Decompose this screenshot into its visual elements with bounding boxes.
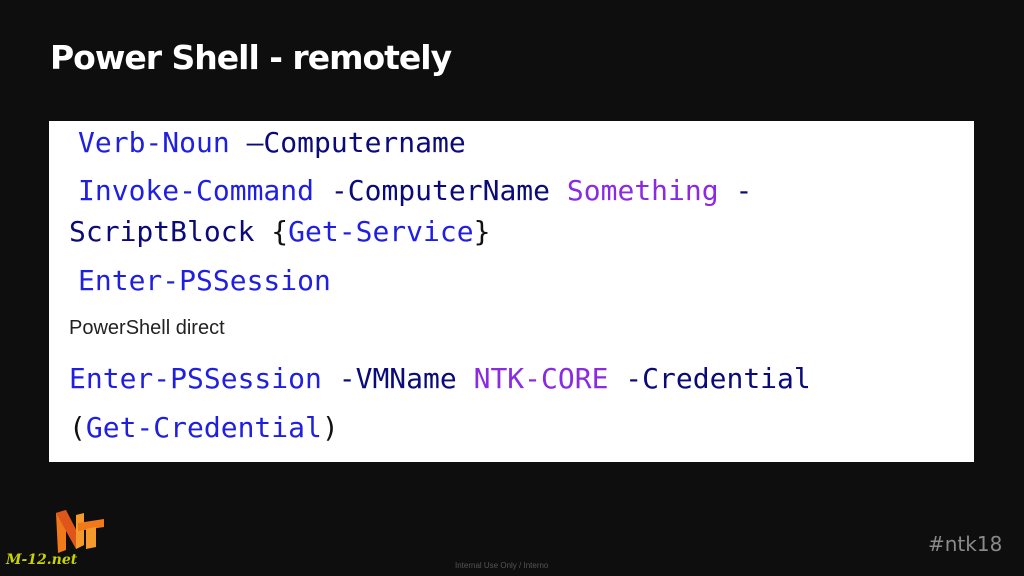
code-box: Verb-Noun –Computername Invoke-Command -… bbox=[49, 121, 974, 462]
logo-wordmark: M-12.net bbox=[6, 552, 78, 568]
cmdlet-token: Enter-PSSession bbox=[78, 264, 331, 297]
brace-token: { bbox=[271, 215, 289, 248]
cmdlet-token: Verb-Noun bbox=[78, 126, 230, 159]
parameter-token: -VMName bbox=[321, 362, 474, 395]
cmdlet-token: Enter-PSSession bbox=[69, 362, 322, 395]
paren-token: ( bbox=[69, 411, 86, 444]
brace-token: } bbox=[473, 215, 491, 248]
parameter-token: - bbox=[718, 174, 753, 207]
code-line-2: Invoke-Command -ComputerName Something - bbox=[78, 171, 752, 211]
powershell-direct-label: PowerShell direct bbox=[69, 317, 225, 339]
cmdlet-token: Get-Credential bbox=[85, 411, 322, 444]
value-token: NTK-CORE bbox=[473, 362, 609, 395]
code-line-4: Enter-PSSession bbox=[78, 261, 331, 301]
parameter-token: ScriptBlock bbox=[69, 215, 272, 248]
value-token: Something bbox=[566, 174, 719, 207]
footer-classification-note: Internal Use Only / Interno bbox=[455, 561, 549, 570]
code-line-3: ScriptBlock {Get-Service} bbox=[69, 212, 490, 252]
parameter-token: -ComputerName bbox=[314, 174, 567, 207]
code-line-5: Enter-PSSession -VMName NTK-CORE -Creden… bbox=[69, 359, 811, 399]
parameter-token: -Credential bbox=[608, 362, 811, 395]
event-hashtag: #ntk18 bbox=[928, 532, 1003, 556]
cmdlet-token: Invoke-Command bbox=[78, 174, 315, 207]
code-line-1: Verb-Noun –Computername bbox=[78, 123, 466, 163]
slide-title: Power Shell - remotely bbox=[50, 38, 452, 77]
cmdlet-token: Get-Service bbox=[288, 215, 474, 248]
ntk-logo-icon bbox=[56, 510, 104, 553]
parameter-token: –Computername bbox=[229, 126, 466, 159]
paren-token: ) bbox=[321, 411, 339, 444]
code-line-6: (Get-Credential) bbox=[69, 408, 339, 448]
